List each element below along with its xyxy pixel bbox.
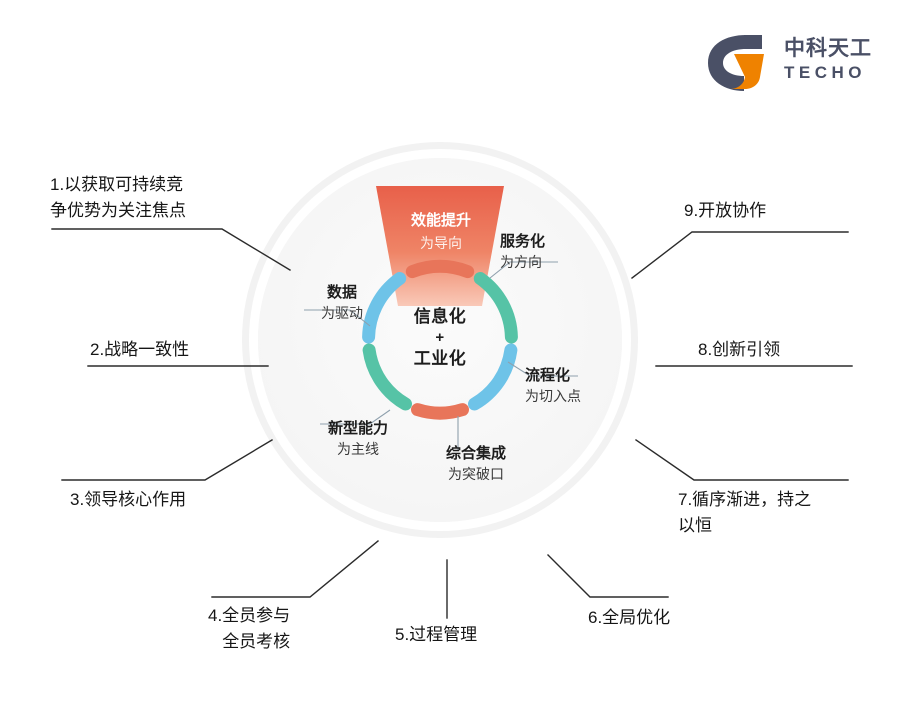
ring-label-zongheji-sub: 为突破口 xyxy=(448,466,504,482)
ring-label-fuwuhua-sub: 为方向 xyxy=(500,254,542,270)
center-core-text: 信息化 + 工业化 xyxy=(398,305,482,370)
principle-item-8: 8.创新引领 xyxy=(698,337,780,363)
ring-label-zongheji-main: 综合集成 xyxy=(445,445,506,462)
center-line-1: 信息化 xyxy=(413,307,467,326)
principle-item-7: 7.循序渐进，持之 以恒 xyxy=(678,487,811,539)
principle-item-5: 5.过程管理 xyxy=(395,622,477,648)
leader-line-4 xyxy=(211,540,379,598)
principle-item-7-line2: 以恒 xyxy=(678,516,712,535)
ring-tick-liucheng xyxy=(507,361,578,377)
ring-label-liuchenghua-sub: 为切入点 xyxy=(525,388,581,404)
ring-segment-bottomleft-green xyxy=(362,343,412,411)
principle-item-1: 1.以获取可持续竞 争优势为关注焦点 xyxy=(50,172,186,224)
brand-logo-text: 中科天工 TECHO xyxy=(784,36,880,96)
leader-line-1 xyxy=(51,228,291,271)
efficiency-wedge-label: 效能提升 为导向 xyxy=(398,209,484,255)
ring-label-xinxingnengli: 新型能力 为主线 xyxy=(312,419,404,459)
ring-label-shuju: 数据 为驱动 xyxy=(306,283,378,323)
principle-item-2: 2.战略一致性 xyxy=(90,337,189,363)
ring-label-shuju-main: 数据 xyxy=(326,284,357,301)
principle-item-4: 4.全员参与 全员考核 xyxy=(208,603,290,655)
leader-line-7 xyxy=(635,439,849,481)
brand-logo: 中科天工 TECHO xyxy=(700,30,880,102)
principle-item-1-line1: 1.以获取可持续竞 xyxy=(50,175,184,194)
ring-tick-fuwu xyxy=(489,261,558,279)
ring-label-shuju-sub: 为驱动 xyxy=(321,305,363,321)
principle-item-5-line1: 5.过程管理 xyxy=(395,625,478,644)
principle-item-2-line1: 2.战略一致性 xyxy=(90,340,190,359)
brand-name-cn: 中科天工 xyxy=(784,37,872,60)
principle-item-7-line1: 7.循序渐进，持之 xyxy=(678,490,812,509)
principle-item-6: 6.全局优化 xyxy=(588,605,670,631)
center-donut xyxy=(304,186,578,450)
ring-segment-bottom-orange xyxy=(411,403,469,420)
center-plus: + xyxy=(435,329,445,346)
principle-item-9-line1: 9.开放协作 xyxy=(684,201,767,220)
brand-name-en: TECHO xyxy=(784,63,866,82)
principle-item-8-line1: 8.创新引领 xyxy=(698,340,781,359)
principle-item-9: 9.开放协作 xyxy=(684,198,766,224)
principle-item-3-line1: 3.领导核心作用 xyxy=(70,490,187,509)
ring-label-xinxingnengli-sub: 为主线 xyxy=(337,441,379,457)
ring-label-fuwuhua-main: 服务化 xyxy=(500,233,546,250)
ring-tick-shuju xyxy=(304,309,371,327)
principle-item-3: 3.领导核心作用 xyxy=(70,487,186,513)
principle-item-6-line1: 6.全局优化 xyxy=(588,608,671,627)
ring-segment-left-blue xyxy=(362,272,407,344)
ring-segment-right-blue xyxy=(468,343,518,411)
ring-label-xinxingnengli-main: 新型能力 xyxy=(327,420,388,437)
leader-line-9 xyxy=(631,231,849,279)
ring-label-zongheji: 综合集成 为突破口 xyxy=(430,444,522,484)
leader-line-3 xyxy=(61,439,273,481)
leader-line-6 xyxy=(547,554,669,598)
principle-item-1-line2: 争优势为关注焦点 xyxy=(50,201,186,220)
techo-logo-icon xyxy=(700,32,776,94)
principle-item-4-line2: 全员考核 xyxy=(222,632,291,651)
ring-segment-top-orange xyxy=(405,259,475,279)
ring-label-fuwuhua: 服务化 为方向 xyxy=(500,232,545,272)
ring-label-liuchenghua: 流程化 为切入点 xyxy=(525,366,581,406)
center-line-2: 工业化 xyxy=(413,349,467,368)
wedge-label-main: 效能提升 xyxy=(410,212,471,229)
principle-item-4-line1: 4.全员参与 xyxy=(208,606,291,625)
ring-segment-topright-green xyxy=(473,272,518,344)
wedge-label-sub: 为导向 xyxy=(420,235,462,251)
ring-tick-xinxing xyxy=(320,409,391,425)
ring-label-liuchenghua-main: 流程化 xyxy=(525,367,571,384)
